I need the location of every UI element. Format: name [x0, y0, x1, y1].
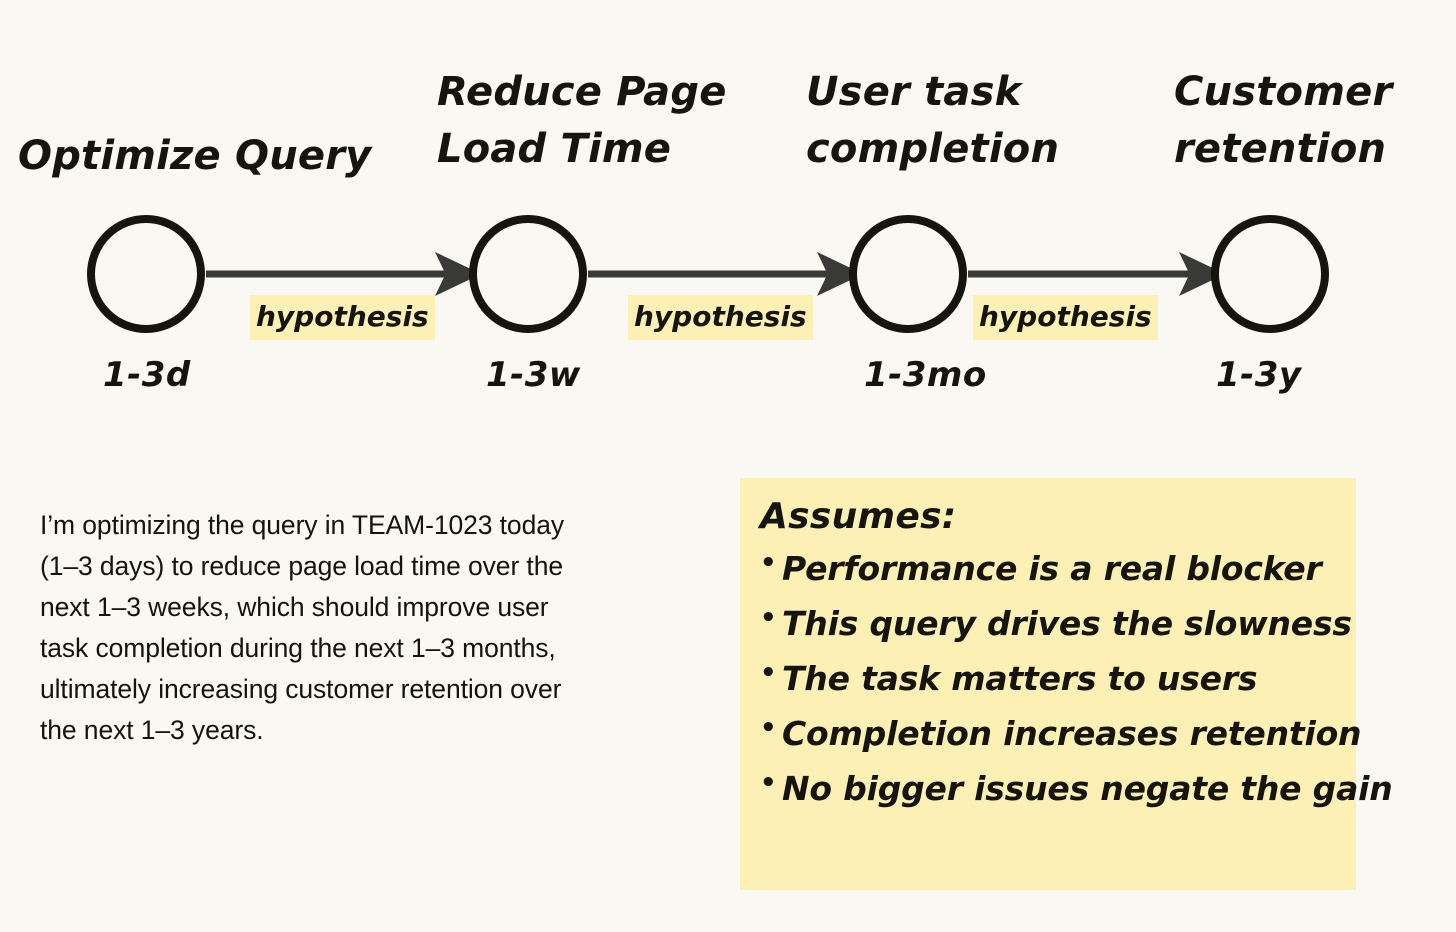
assumptions-list: Performance is a real blocker This query…: [756, 550, 1393, 805]
node-circle-1[interactable]: [87, 215, 205, 333]
node-duration-3: 1-3mo: [864, 355, 987, 395]
assumption-item: This query drives the slowness: [756, 605, 1352, 640]
assumption-item: The task matters to users: [756, 660, 1336, 695]
assumption-item: Performance is a real blocker: [756, 550, 1336, 585]
node-title-optimize-query: Optimize Query: [18, 133, 372, 179]
node-circle-3[interactable]: [849, 215, 967, 333]
node-title-user-task-completion: User task completion: [806, 69, 1060, 172]
node-duration-4: 1-3y: [1216, 355, 1302, 395]
node-title-customer-retention: Customer retention: [1174, 69, 1393, 172]
edge-label-hypothesis-2: hypothesis: [628, 295, 813, 340]
edge-label-hypothesis-1: hypothesis: [250, 295, 435, 340]
assumptions-card: Assumes: Performance is a real blocker T…: [740, 478, 1393, 890]
node-circle-2[interactable]: [469, 215, 587, 333]
node-title-reduce-page-load-time: Reduce Page Load Time: [437, 69, 727, 172]
narrative-paragraph: I’m optimizing the query in TEAM-1023 to…: [40, 509, 564, 745]
assumption-item: Completion increases retention: [756, 715, 1362, 750]
node-duration-2: 1-3w: [486, 355, 581, 395]
assumptions-heading: Assumes:: [760, 496, 957, 537]
node-circle-4[interactable]: [1211, 215, 1329, 333]
edge-label-hypothesis-3: hypothesis: [973, 295, 1158, 340]
assumption-item: No bigger issues negate the gain: [756, 770, 1393, 805]
node-duration-1: 1-3d: [103, 355, 191, 395]
